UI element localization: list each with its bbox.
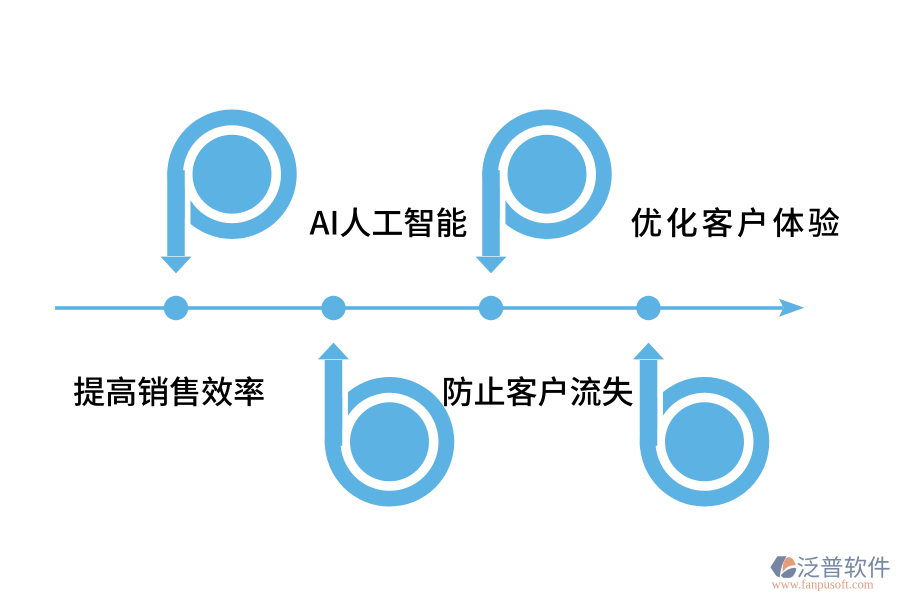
- svg-text:www.fanpusoft.com: www.fanpusoft.com: [772, 578, 874, 592]
